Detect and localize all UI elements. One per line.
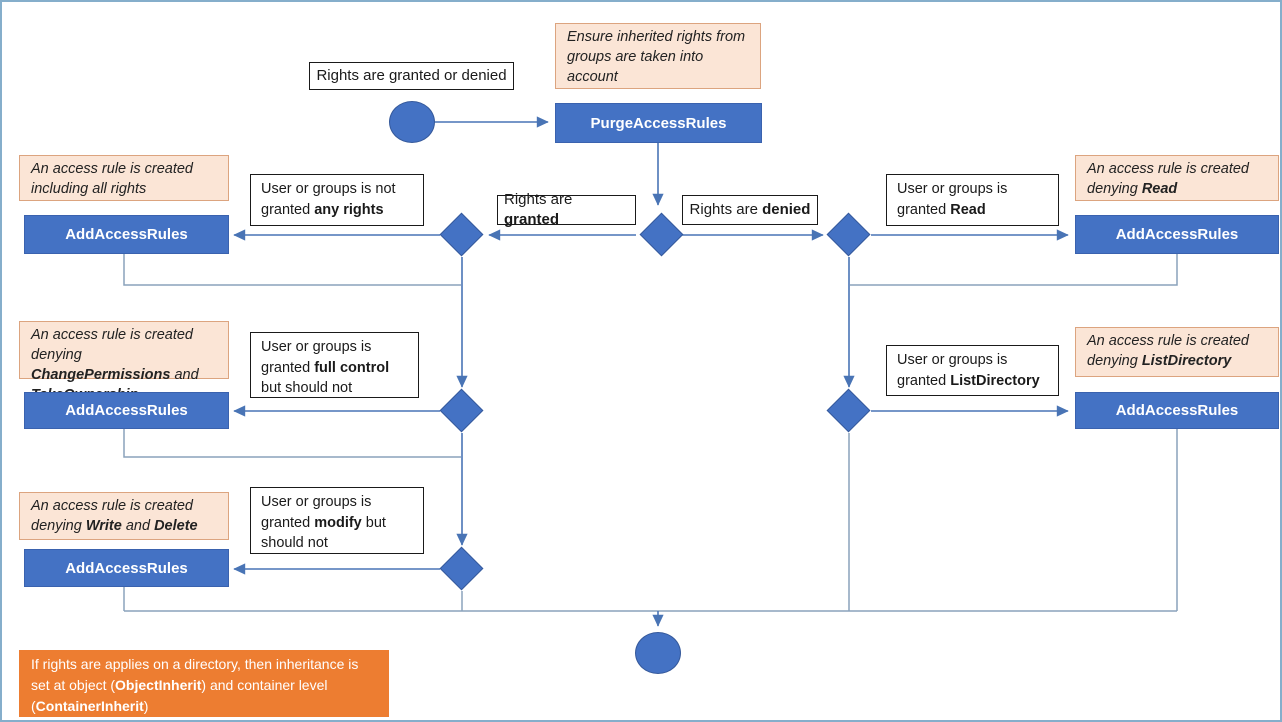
connector-action1-right-elbow (850, 254, 1178, 286)
note-denying-changepermissions: An access rule is created denying Change… (19, 321, 229, 403)
end-node (635, 632, 681, 674)
connector-action2-left-elbow (123, 429, 461, 458)
add-access-rules-action-2: AddAccessRules (1075, 215, 1279, 254)
purge-access-rules-action: PurgeAccessRules (555, 103, 762, 143)
note-denying-read: An access rule is created denying Read (1075, 155, 1279, 201)
branch-granted-label: Rights are granted (497, 191, 636, 228)
note-all-rights: An access rule is created including all … (19, 155, 229, 201)
purge-note: Ensure inherited rights from groups are … (555, 23, 761, 89)
inheritance-callout: If rights are applies on a directory, th… (19, 650, 389, 717)
add-access-rules-action-1: AddAccessRules (24, 215, 229, 254)
note-denying-listdirectory: An access rule is created denying ListDi… (1075, 327, 1279, 377)
start-event-label: Rights are granted or denied (309, 62, 514, 90)
condition-full-control: User or groups is granted full control b… (250, 332, 419, 398)
condition-no-rights: User or groups is not granted any rights (250, 174, 424, 226)
start-node (389, 101, 435, 143)
add-access-rules-action-3: AddAccessRules (24, 392, 229, 429)
add-access-rules-action-4: AddAccessRules (1075, 392, 1279, 429)
add-access-rules-action-5: AddAccessRules (24, 549, 229, 587)
connector-action1-left-elbow (123, 254, 461, 286)
condition-modify: User or groups is granted modify but sho… (250, 487, 424, 554)
note-denying-write-delete: An access rule is created denying Write … (19, 492, 229, 540)
condition-list-directory: User or groups is granted ListDirectory (886, 345, 1059, 396)
condition-granted-read: User or groups is granted Read (886, 174, 1059, 226)
branch-denied-label: Rights are denied (682, 195, 818, 225)
